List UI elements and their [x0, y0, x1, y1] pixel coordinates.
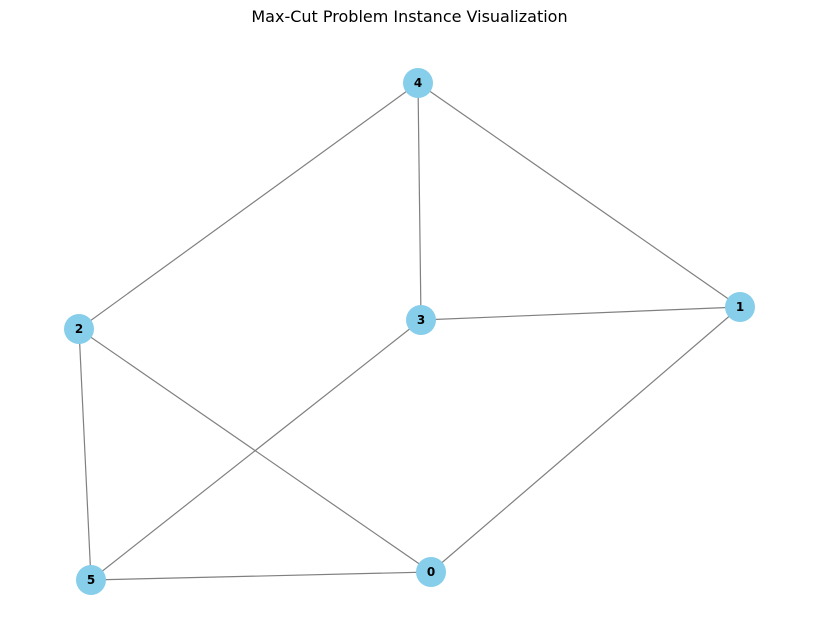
graph-node-label: 0 [427, 565, 435, 579]
graph-node-circle [76, 565, 106, 595]
graph-edge-0-1 [430, 306, 741, 573]
graph-edge-4-2 [78, 82, 419, 330]
graph-node-4: 4 [403, 68, 433, 98]
graph-node-label: 4 [414, 76, 422, 90]
graph-node-circle [403, 68, 433, 98]
graph-edge-3-5 [90, 319, 422, 581]
graph-edge-2-0 [78, 328, 432, 573]
graph-edge-4-1 [417, 82, 741, 308]
graph-node-circle [406, 305, 436, 335]
graph-node-label: 5 [87, 573, 95, 587]
graph-node-label: 1 [736, 300, 744, 314]
edges-layer [78, 82, 741, 581]
page-title: Max-Cut Problem Instance Visualization [251, 7, 568, 26]
graph-node-3: 3 [406, 305, 436, 335]
graph-node-0: 0 [416, 557, 446, 587]
graph-node-circle [416, 557, 446, 587]
graph-node-label: 3 [417, 313, 425, 327]
graph-node-circle [64, 314, 94, 344]
graph-node-5: 5 [76, 565, 106, 595]
graph-edge-2-5 [78, 328, 92, 581]
graph-node-2: 2 [64, 314, 94, 344]
graph-node-circle [725, 292, 755, 322]
graph-edge-4-3 [417, 82, 422, 321]
graph-edge-3-1 [420, 306, 741, 321]
graph-edge-5-0 [90, 571, 432, 581]
graph-node-1: 1 [725, 292, 755, 322]
graph-node-label: 2 [75, 322, 83, 336]
nodes-layer: 0 1 2 3 4 5 [64, 68, 755, 595]
